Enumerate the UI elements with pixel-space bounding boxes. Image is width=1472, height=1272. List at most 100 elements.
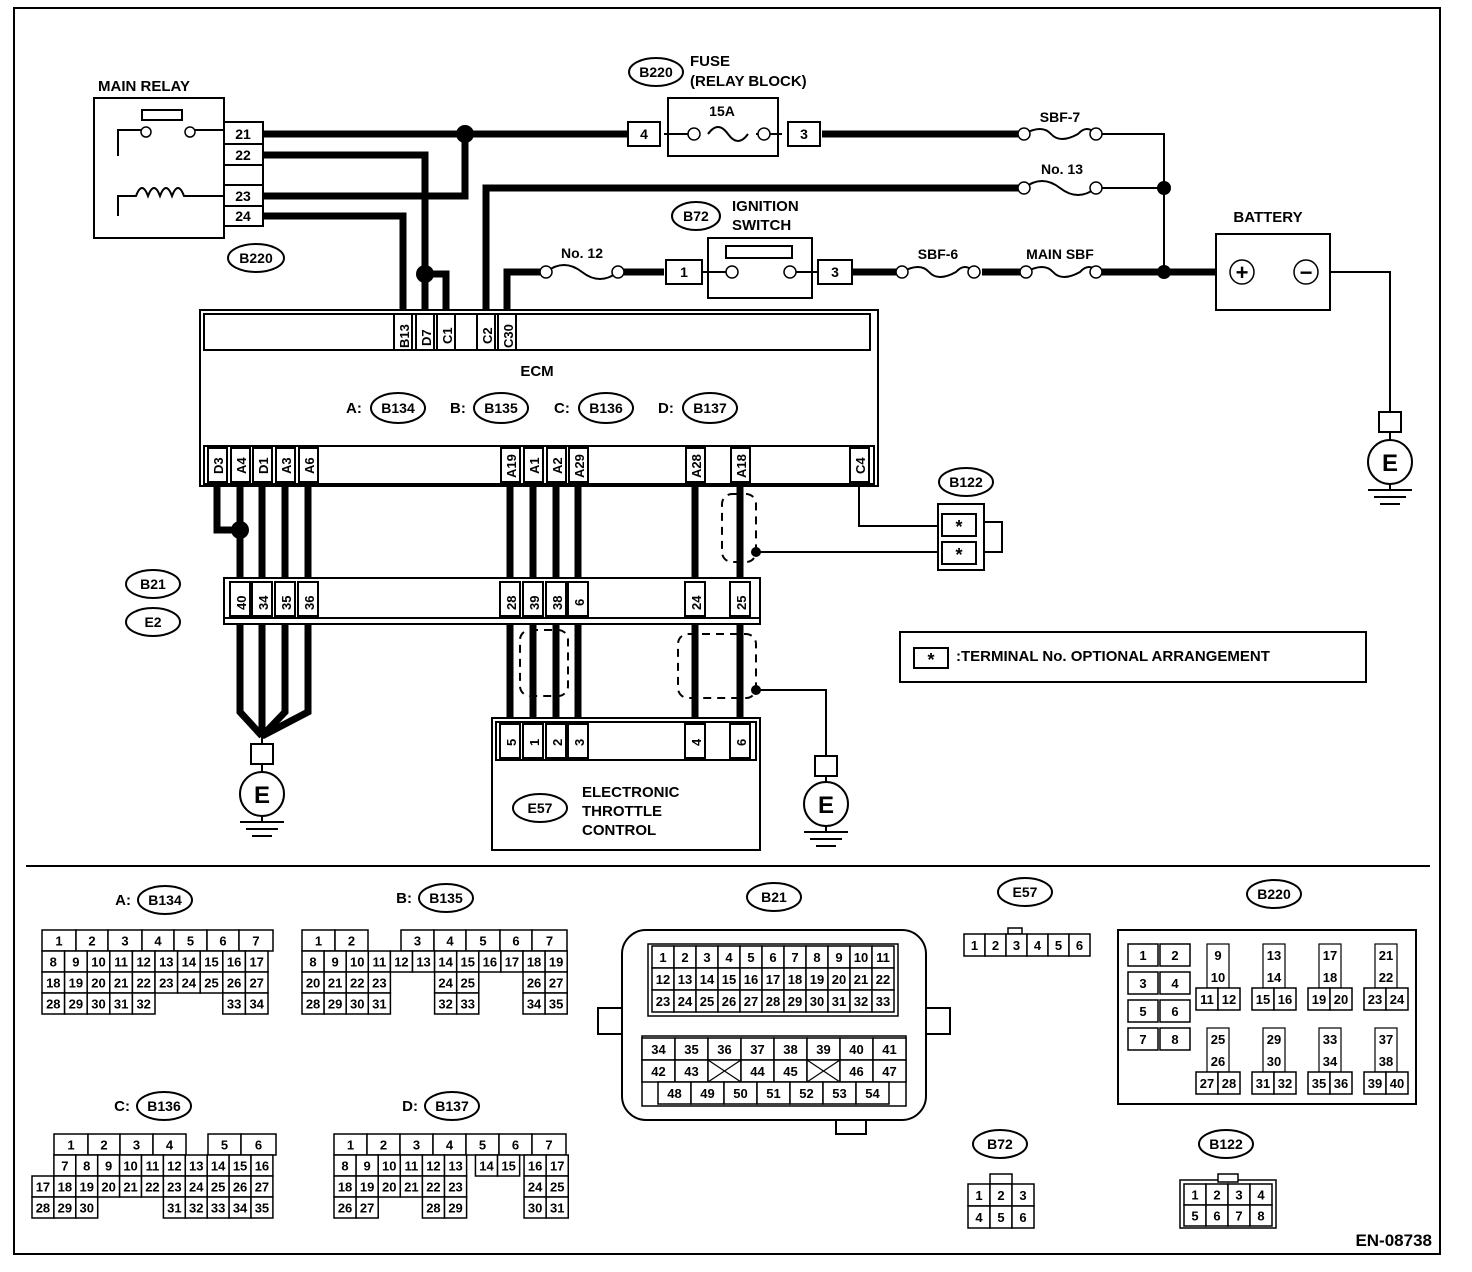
throttle-pin: 3 bbox=[572, 739, 587, 746]
b134-pin: 21 bbox=[114, 976, 128, 991]
joint-pin-box bbox=[251, 581, 273, 617]
b137-pin: 25 bbox=[550, 1180, 564, 1195]
b136-pin: 15 bbox=[233, 1159, 247, 1174]
b21-pin: 37 bbox=[750, 1042, 764, 1057]
b136-pin: 7 bbox=[61, 1159, 68, 1174]
b137-pin: 20 bbox=[382, 1180, 396, 1195]
ecm-bottom-pin: A3 bbox=[279, 457, 294, 474]
b135-pin: 24 bbox=[438, 976, 453, 991]
ground-label: E bbox=[818, 792, 834, 819]
b220-cell bbox=[1159, 999, 1191, 1023]
b220-cell bbox=[1127, 971, 1159, 995]
joint-pin-box bbox=[729, 581, 751, 617]
b21-pin: 16 bbox=[744, 972, 758, 987]
junction-dot bbox=[456, 125, 474, 143]
b220-pin: 28 bbox=[1222, 1076, 1236, 1091]
b122-latch bbox=[983, 521, 1003, 553]
e57-pin: 6 bbox=[1076, 938, 1083, 953]
b137-pin: 2 bbox=[380, 1138, 387, 1153]
b220-pin: 24 bbox=[1390, 992, 1405, 1007]
b21-pin: 17 bbox=[766, 972, 780, 987]
ecm-bottom-pin-box bbox=[568, 447, 589, 483]
b137-pin: 13 bbox=[448, 1159, 462, 1174]
b136-code bbox=[136, 1091, 192, 1121]
ecm-connector-prefix: D: bbox=[658, 400, 674, 417]
ecm-top-pins: B13 D7 C1 C2 C30 bbox=[393, 313, 517, 351]
junction-dot bbox=[1157, 181, 1171, 195]
b136-pin: 34 bbox=[233, 1201, 248, 1216]
joint-pin: 25 bbox=[734, 596, 749, 610]
b137-pin: 5 bbox=[479, 1138, 486, 1153]
b137-pin: 27 bbox=[360, 1201, 374, 1216]
ground-lines bbox=[804, 826, 848, 847]
b136-pin: 6 bbox=[255, 1138, 262, 1153]
fuse-pin-right: 3 bbox=[800, 126, 808, 142]
throttle-pin-box bbox=[522, 723, 544, 759]
ecm-bottom-pins: D3 A4 D1 A3 A6 A19 A1 A2 A29 A28 A18 C4 bbox=[207, 447, 870, 483]
b134-pin: 13 bbox=[159, 955, 173, 970]
e57-pin: 5 bbox=[1055, 938, 1062, 953]
b21-pin: 22 bbox=[876, 972, 890, 987]
b134-pin: 25 bbox=[204, 976, 218, 991]
b21-pin: 10 bbox=[854, 950, 868, 965]
main-relay-pin: 21 bbox=[235, 126, 251, 142]
b134-pin: 23 bbox=[159, 976, 173, 991]
b220-pin: 17 bbox=[1323, 948, 1337, 963]
battery-plus: + bbox=[1236, 260, 1249, 285]
fuse-relay-block: B220 FUSE (RELAY BLOCK) 15A 4 3 bbox=[627, 53, 821, 157]
b72-key bbox=[989, 1173, 1013, 1185]
b135-pin: 31 bbox=[372, 997, 386, 1012]
b136-pin: 31 bbox=[167, 1201, 181, 1216]
ecm-connector-code bbox=[578, 392, 634, 424]
ground-battery: E bbox=[1367, 411, 1413, 505]
b136-code-label: B136 bbox=[147, 1098, 181, 1114]
b21-pin: 28 bbox=[766, 994, 780, 1009]
b122-key bbox=[1217, 1173, 1239, 1183]
fuse-no12-element bbox=[545, 264, 619, 280]
b220-code-label: B220 bbox=[1257, 886, 1291, 902]
b21-pin: 41 bbox=[882, 1042, 896, 1057]
ecm-bottom-pin-box bbox=[298, 447, 319, 483]
b136-pin: 17 bbox=[36, 1180, 50, 1195]
b136-pin: 21 bbox=[123, 1180, 137, 1195]
junction-dot bbox=[1157, 265, 1171, 279]
b134-pin: 29 bbox=[69, 997, 83, 1012]
b135-cell bbox=[544, 992, 568, 1015]
legend: * :TERMINAL No. OPTIONAL ARRANGEMENT bbox=[899, 631, 1367, 683]
b220-pin: 38 bbox=[1379, 1054, 1393, 1069]
fuse-no13-terminal bbox=[1017, 181, 1031, 195]
e57-code bbox=[997, 877, 1053, 907]
fuse-pin-right-box bbox=[787, 121, 821, 147]
b137-pin: 23 bbox=[448, 1180, 462, 1195]
ecm-bottom-pin: A29 bbox=[572, 454, 587, 478]
ecm-bottom-pin: A18 bbox=[734, 454, 749, 478]
b220-pin: 6 bbox=[1171, 1004, 1178, 1019]
b137-pin: 8 bbox=[341, 1159, 348, 1174]
b134-pin: 3 bbox=[121, 934, 128, 949]
b21-pin: 30 bbox=[810, 994, 824, 1009]
joint-pin: 36 bbox=[302, 596, 317, 610]
wire-junction-relay23 bbox=[263, 134, 469, 200]
b135-pin: 33 bbox=[461, 997, 475, 1012]
b72-code bbox=[972, 1129, 1028, 1159]
ecm-connector-prefix: C: bbox=[554, 400, 570, 417]
b135-pin: 16 bbox=[483, 955, 497, 970]
b220-cell bbox=[1217, 987, 1241, 1011]
joint-pin: 35 bbox=[279, 596, 294, 610]
b220-pin: 20 bbox=[1334, 992, 1348, 1007]
b122-pin: 4 bbox=[1257, 1188, 1265, 1203]
b134-pin: 24 bbox=[182, 976, 197, 991]
b135-pin: 23 bbox=[372, 976, 386, 991]
b72-pin: 6 bbox=[1019, 1210, 1026, 1225]
b137-pin: 10 bbox=[382, 1159, 396, 1174]
b135-pin: 8 bbox=[309, 955, 316, 970]
throttle-title-line3: CONTROL bbox=[582, 822, 656, 839]
main-relay-contact-bar bbox=[141, 109, 183, 121]
joint-pin: 6 bbox=[572, 599, 587, 606]
e57-pin: 3 bbox=[1013, 938, 1020, 953]
b135-pin: 34 bbox=[527, 997, 542, 1012]
b137-pin: 6 bbox=[512, 1138, 519, 1153]
